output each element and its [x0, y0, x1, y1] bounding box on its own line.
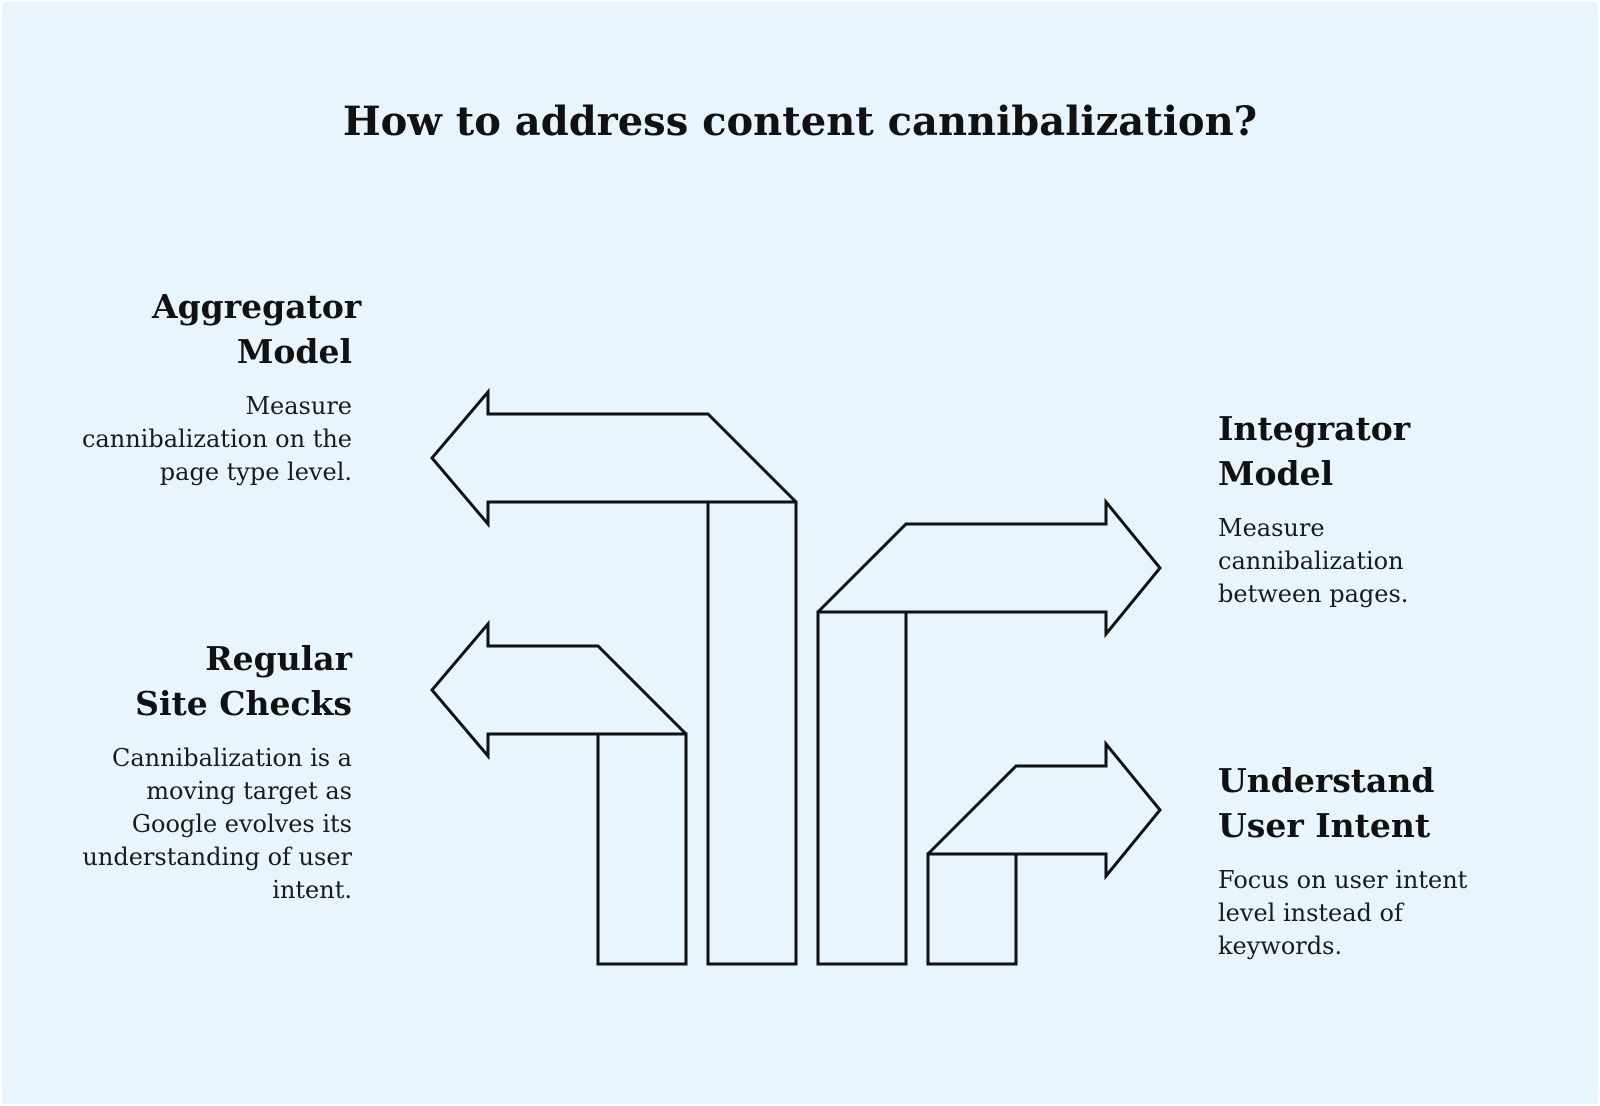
- aggregator-model-description: Measure cannibalization on the page type…: [81, 392, 352, 486]
- regular-site-checks-heading: Regular Site Checks: [135, 639, 352, 723]
- integrator-model-description: Measure cannibalization between pages.: [1218, 514, 1409, 608]
- regular-site-checks-arrow: [430, 619, 688, 966]
- aggregator-model-heading: Aggregator Model: [152, 287, 362, 371]
- aggregator-arrow: [430, 387, 798, 966]
- integrator-model-heading: Integrator Model: [1218, 409, 1411, 493]
- aggregator-model-block: Aggregator Model Measure cannibalization…: [62, 284, 362, 489]
- regular-site-checks-block: Regular Site Checks Cannibalization is a…: [62, 636, 352, 907]
- integrator-model-block: Integrator Model Measure cannibalization…: [1218, 406, 1508, 611]
- diagram-title: How to address content cannibalization?: [342, 98, 1258, 145]
- understand-user-intent-heading: Understand User Intent: [1218, 761, 1435, 845]
- integrator-arrow: [816, 497, 1162, 966]
- understand-user-intent-description: Focus on user intent level instead of ke…: [1218, 866, 1468, 960]
- regular-site-checks-description: Cannibalization is a moving target as Go…: [82, 744, 352, 904]
- understand-user-intent-block: Understand User Intent Focus on user int…: [1218, 758, 1508, 963]
- understand-user-intent-arrow: [926, 739, 1162, 966]
